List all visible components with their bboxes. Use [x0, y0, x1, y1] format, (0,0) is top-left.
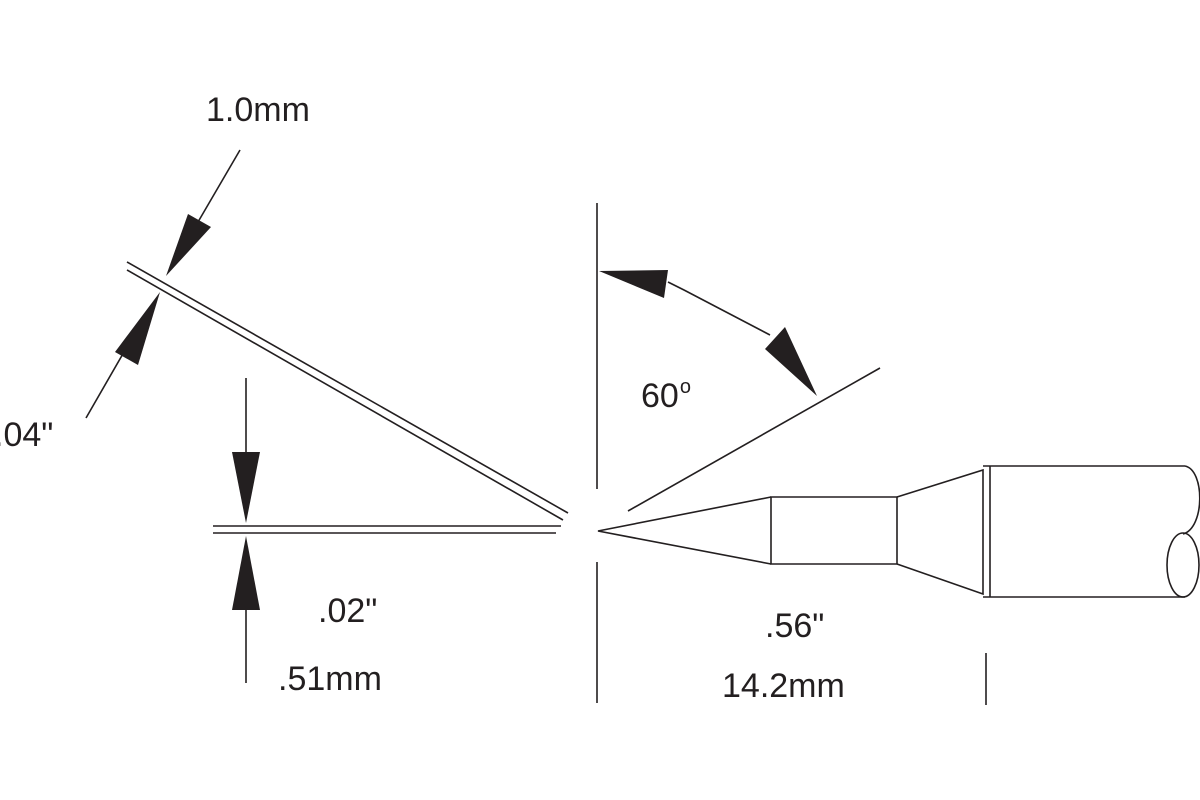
- length-mm-label: 14.2mm: [722, 667, 845, 705]
- gap-inch-label: .02": [318, 592, 378, 630]
- gap-mm-label: .51mm: [278, 660, 382, 698]
- width-arrowhead-top: [166, 214, 211, 276]
- bevel-face: [127, 262, 568, 533]
- gap-arrowhead-top: [232, 452, 260, 523]
- width-inch-label: .04": [0, 416, 54, 454]
- tip-body: [598, 466, 1200, 597]
- width-arrowhead-bottom: [115, 292, 160, 365]
- width-mm-label: 1.0mm: [206, 91, 310, 129]
- degree-symbol: o: [679, 376, 691, 398]
- width-dimension-leader: [86, 150, 240, 418]
- angle-value: 60: [641, 377, 679, 415]
- angle-arrowhead-right: [765, 327, 817, 396]
- angle-label: 60o: [641, 377, 691, 413]
- angle-arrowhead-left: [599, 270, 668, 298]
- angle-reference-line: [628, 282, 880, 511]
- gap-arrowhead-bottom: [232, 536, 260, 610]
- length-inch-label: .56": [765, 607, 825, 645]
